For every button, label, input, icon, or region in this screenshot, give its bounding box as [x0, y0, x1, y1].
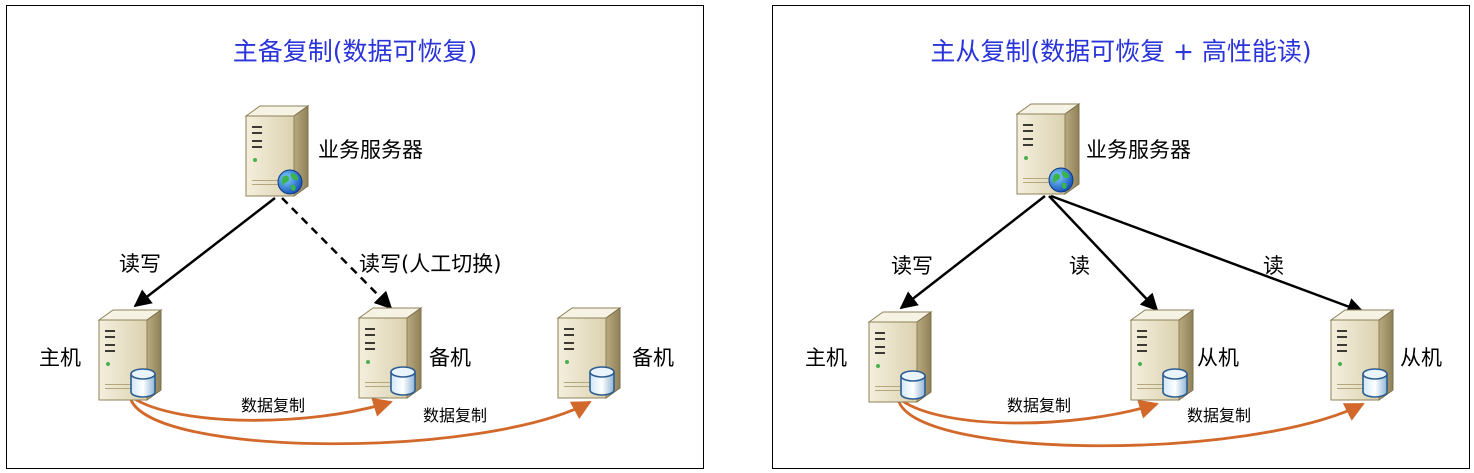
arrow-replication-1 [132, 396, 393, 422]
arrow-read-write [133, 197, 276, 308]
business-server [1011, 102, 1081, 198]
database-cylinder-icon [1161, 368, 1189, 398]
replication-label-2: 数据复制 [1187, 406, 1252, 425]
read-write-label: 读写 [119, 252, 161, 276]
slave-server-2 [1325, 308, 1395, 404]
arrow-read-1 [1048, 195, 1159, 312]
panel-master-backup: 主备复制(数据可恢复) 业务服务器 读写 读写(人工切换) 主机 备机 备机 数… [6, 5, 704, 469]
database-cylinder-icon [389, 366, 417, 396]
panel-master-slave: 主从复制(数据可恢复 + 高性能读) 业务服务器 读写 读 读 主机 从机 从机… [772, 5, 1470, 469]
business-server-label: 业务服务器 [1086, 138, 1191, 162]
globe-icon [276, 168, 304, 196]
primary-server [93, 308, 163, 404]
arrow-read-write [899, 195, 1046, 310]
database-cylinder-icon [899, 370, 927, 400]
database-cylinder-icon [1361, 368, 1389, 398]
read-label-1: 读 [1069, 254, 1090, 278]
globe-icon [1047, 166, 1075, 194]
primary-server [863, 310, 933, 406]
database-cylinder-icon [129, 368, 157, 398]
connection-lines [129, 197, 592, 446]
replication-label-1: 数据复制 [1007, 396, 1072, 415]
backup-server-1 [353, 306, 423, 402]
arrow-read-2 [1050, 194, 1365, 315]
primary-label: 主机 [39, 346, 81, 370]
slave-label-2: 从机 [1400, 346, 1442, 370]
panel-title: 主从复制(数据可恢复 + 高性能读) [930, 37, 1312, 66]
read-write-manual-label: 读写(人工切换) [359, 252, 502, 276]
backup-label-1: 备机 [429, 346, 471, 370]
slave-label-1: 从机 [1197, 346, 1239, 370]
arrow-replication-2 [129, 399, 592, 446]
arrow-replication-2 [897, 401, 1365, 448]
primary-label: 主机 [805, 346, 847, 370]
backup-label-2: 备机 [632, 346, 674, 370]
business-server-label: 业务服务器 [318, 138, 423, 162]
replication-label-1: 数据复制 [241, 396, 306, 415]
slave-server-1 [1125, 308, 1195, 404]
arrow-replication-1 [900, 398, 1159, 425]
arrow-read-write-manual [281, 197, 393, 310]
business-server [240, 104, 310, 200]
connection-lines [897, 194, 1365, 448]
panel-title: 主备复制(数据可恢复) [232, 37, 478, 66]
database-cylinder-icon [588, 366, 616, 396]
read-write-label: 读写 [891, 254, 933, 278]
replication-label-2: 数据复制 [423, 406, 488, 425]
read-label-2: 读 [1263, 254, 1284, 278]
backup-server-2 [552, 306, 622, 402]
